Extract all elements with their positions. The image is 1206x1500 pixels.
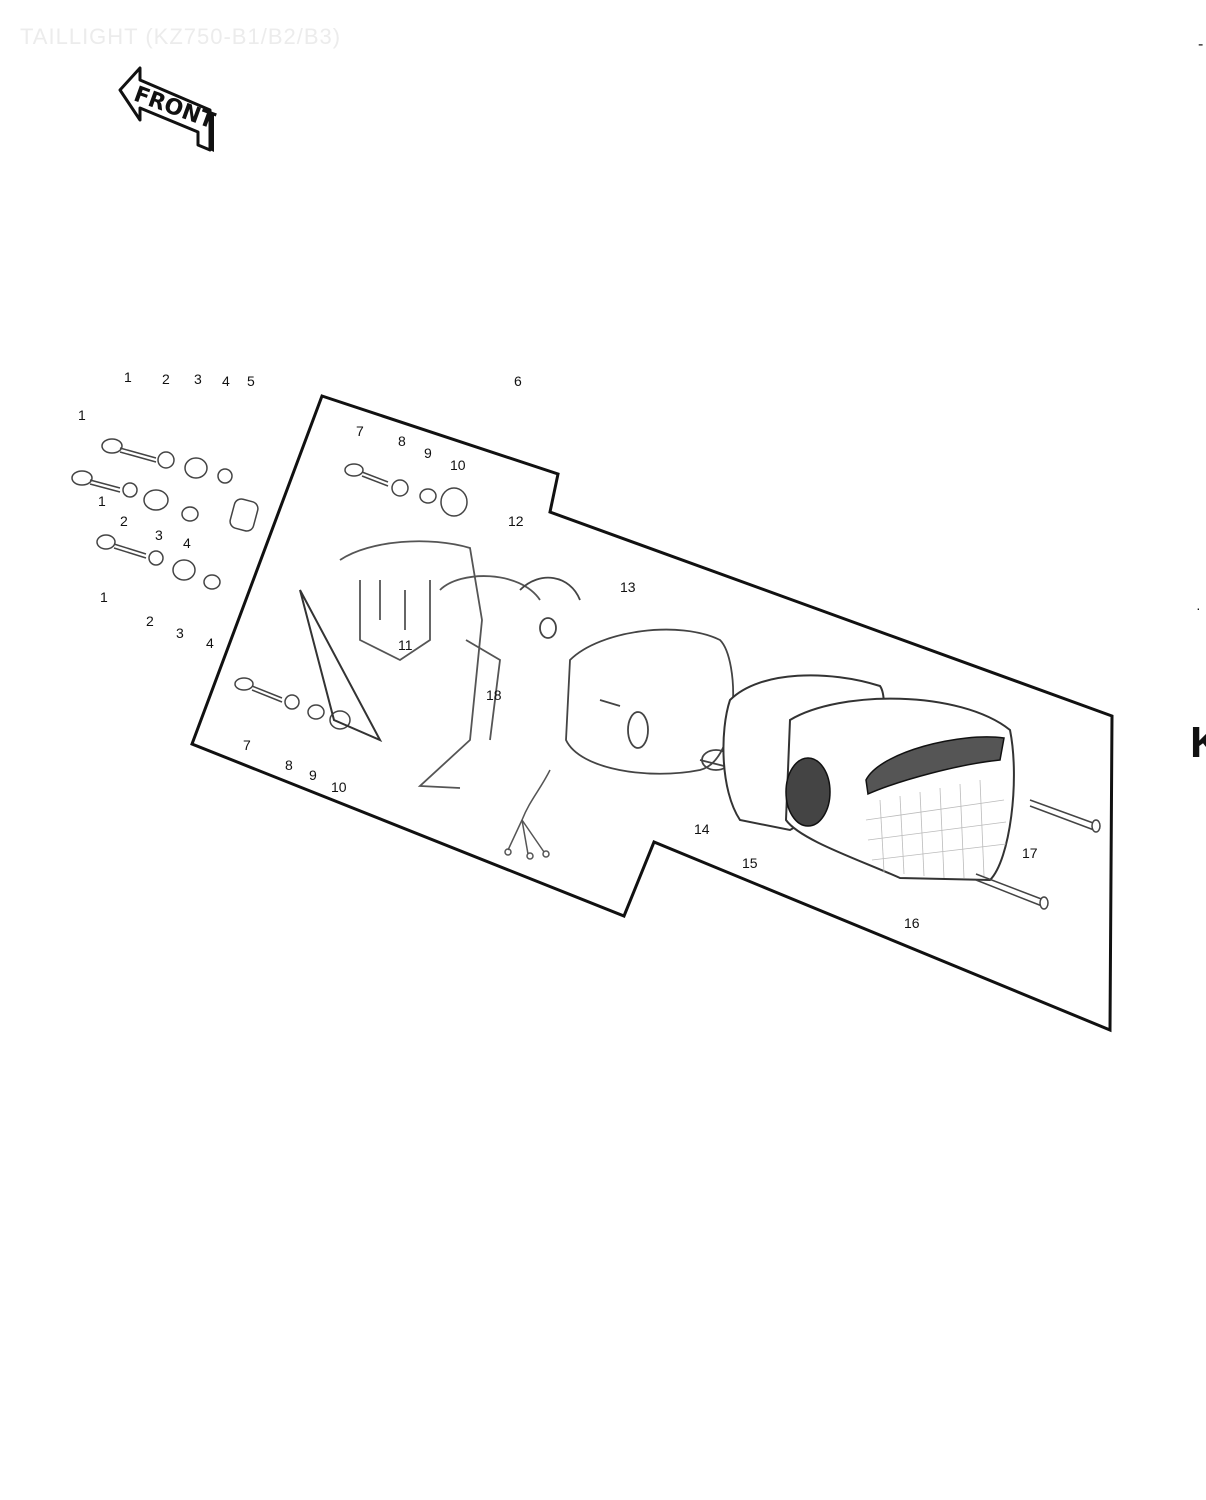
lens-screw-upper [1029, 799, 1101, 833]
callout-label: 2 [162, 371, 170, 387]
callout-label: 4 [183, 535, 191, 551]
callout-label: 17 [1022, 845, 1038, 861]
front-arrow-shadow [210, 110, 214, 152]
edge-dot-mark: · [1196, 600, 1201, 616]
callout-label: 6 [514, 373, 522, 389]
reflector-icon [785, 757, 831, 827]
callout-label: 4 [222, 373, 230, 389]
callout-label: 7 [243, 737, 251, 753]
callout-label: 16 [904, 915, 920, 931]
callout-label: 10 [331, 779, 347, 795]
inner-bolt-lower [234, 677, 351, 730]
callout-label: 15 [742, 855, 758, 871]
callout-label: 8 [285, 757, 293, 773]
callout-label: 9 [309, 767, 317, 783]
edge-letter: K [1190, 718, 1206, 767]
callout-label: 2 [146, 613, 154, 629]
callout-label: 10 [450, 457, 466, 473]
taillight-lens-icon [865, 736, 1005, 796]
callout-label: 4 [206, 635, 214, 651]
lens-screw-lower [975, 873, 1049, 910]
edge-dash-mark: - [1198, 36, 1204, 53]
callout-label: 5 [247, 373, 255, 389]
callout-label: 1 [98, 493, 106, 509]
bracket-frame [339, 540, 541, 789]
mount-bolt-middle [71, 470, 259, 532]
page-title: TAILLIGHT (KZ750-B1/B2/B3) [20, 24, 342, 49]
inner-bolt-upper [344, 463, 468, 517]
callout-label: 9 [424, 445, 432, 461]
front-arrow-shape [118, 66, 212, 152]
callout-label: 14 [694, 821, 710, 837]
callout-label: 7 [356, 423, 364, 439]
assembly-panel [190, 394, 1114, 1033]
lens-grid [865, 779, 1007, 879]
callout-label: 1 [100, 589, 108, 605]
callout-label: 3 [176, 625, 184, 641]
callout-label: 13 [620, 579, 636, 595]
front-arrow-icon: FRONT [118, 66, 218, 152]
mount-bolt-upper [101, 438, 233, 484]
callout-label: 2 [120, 513, 128, 529]
wiring-leads [504, 769, 551, 860]
mount-bolt-lower [96, 534, 221, 590]
callout-label: 1 [78, 407, 86, 423]
callout-label: 18 [486, 687, 502, 703]
callout-label: 1 [124, 369, 132, 385]
callout-label: 3 [155, 527, 163, 543]
callout-label: 12 [508, 513, 524, 529]
front-arrow-label: FRONT [130, 82, 218, 134]
callout-label: 3 [194, 371, 202, 387]
triangle-bracket [299, 589, 383, 743]
callout-labels: 1 2 3 4 5 1 2 1 3 4 2 3 4 1 6 7 8 9 10 1… [78, 369, 1038, 931]
callout-label: 11 [398, 637, 413, 653]
callout-label: 8 [398, 433, 406, 449]
